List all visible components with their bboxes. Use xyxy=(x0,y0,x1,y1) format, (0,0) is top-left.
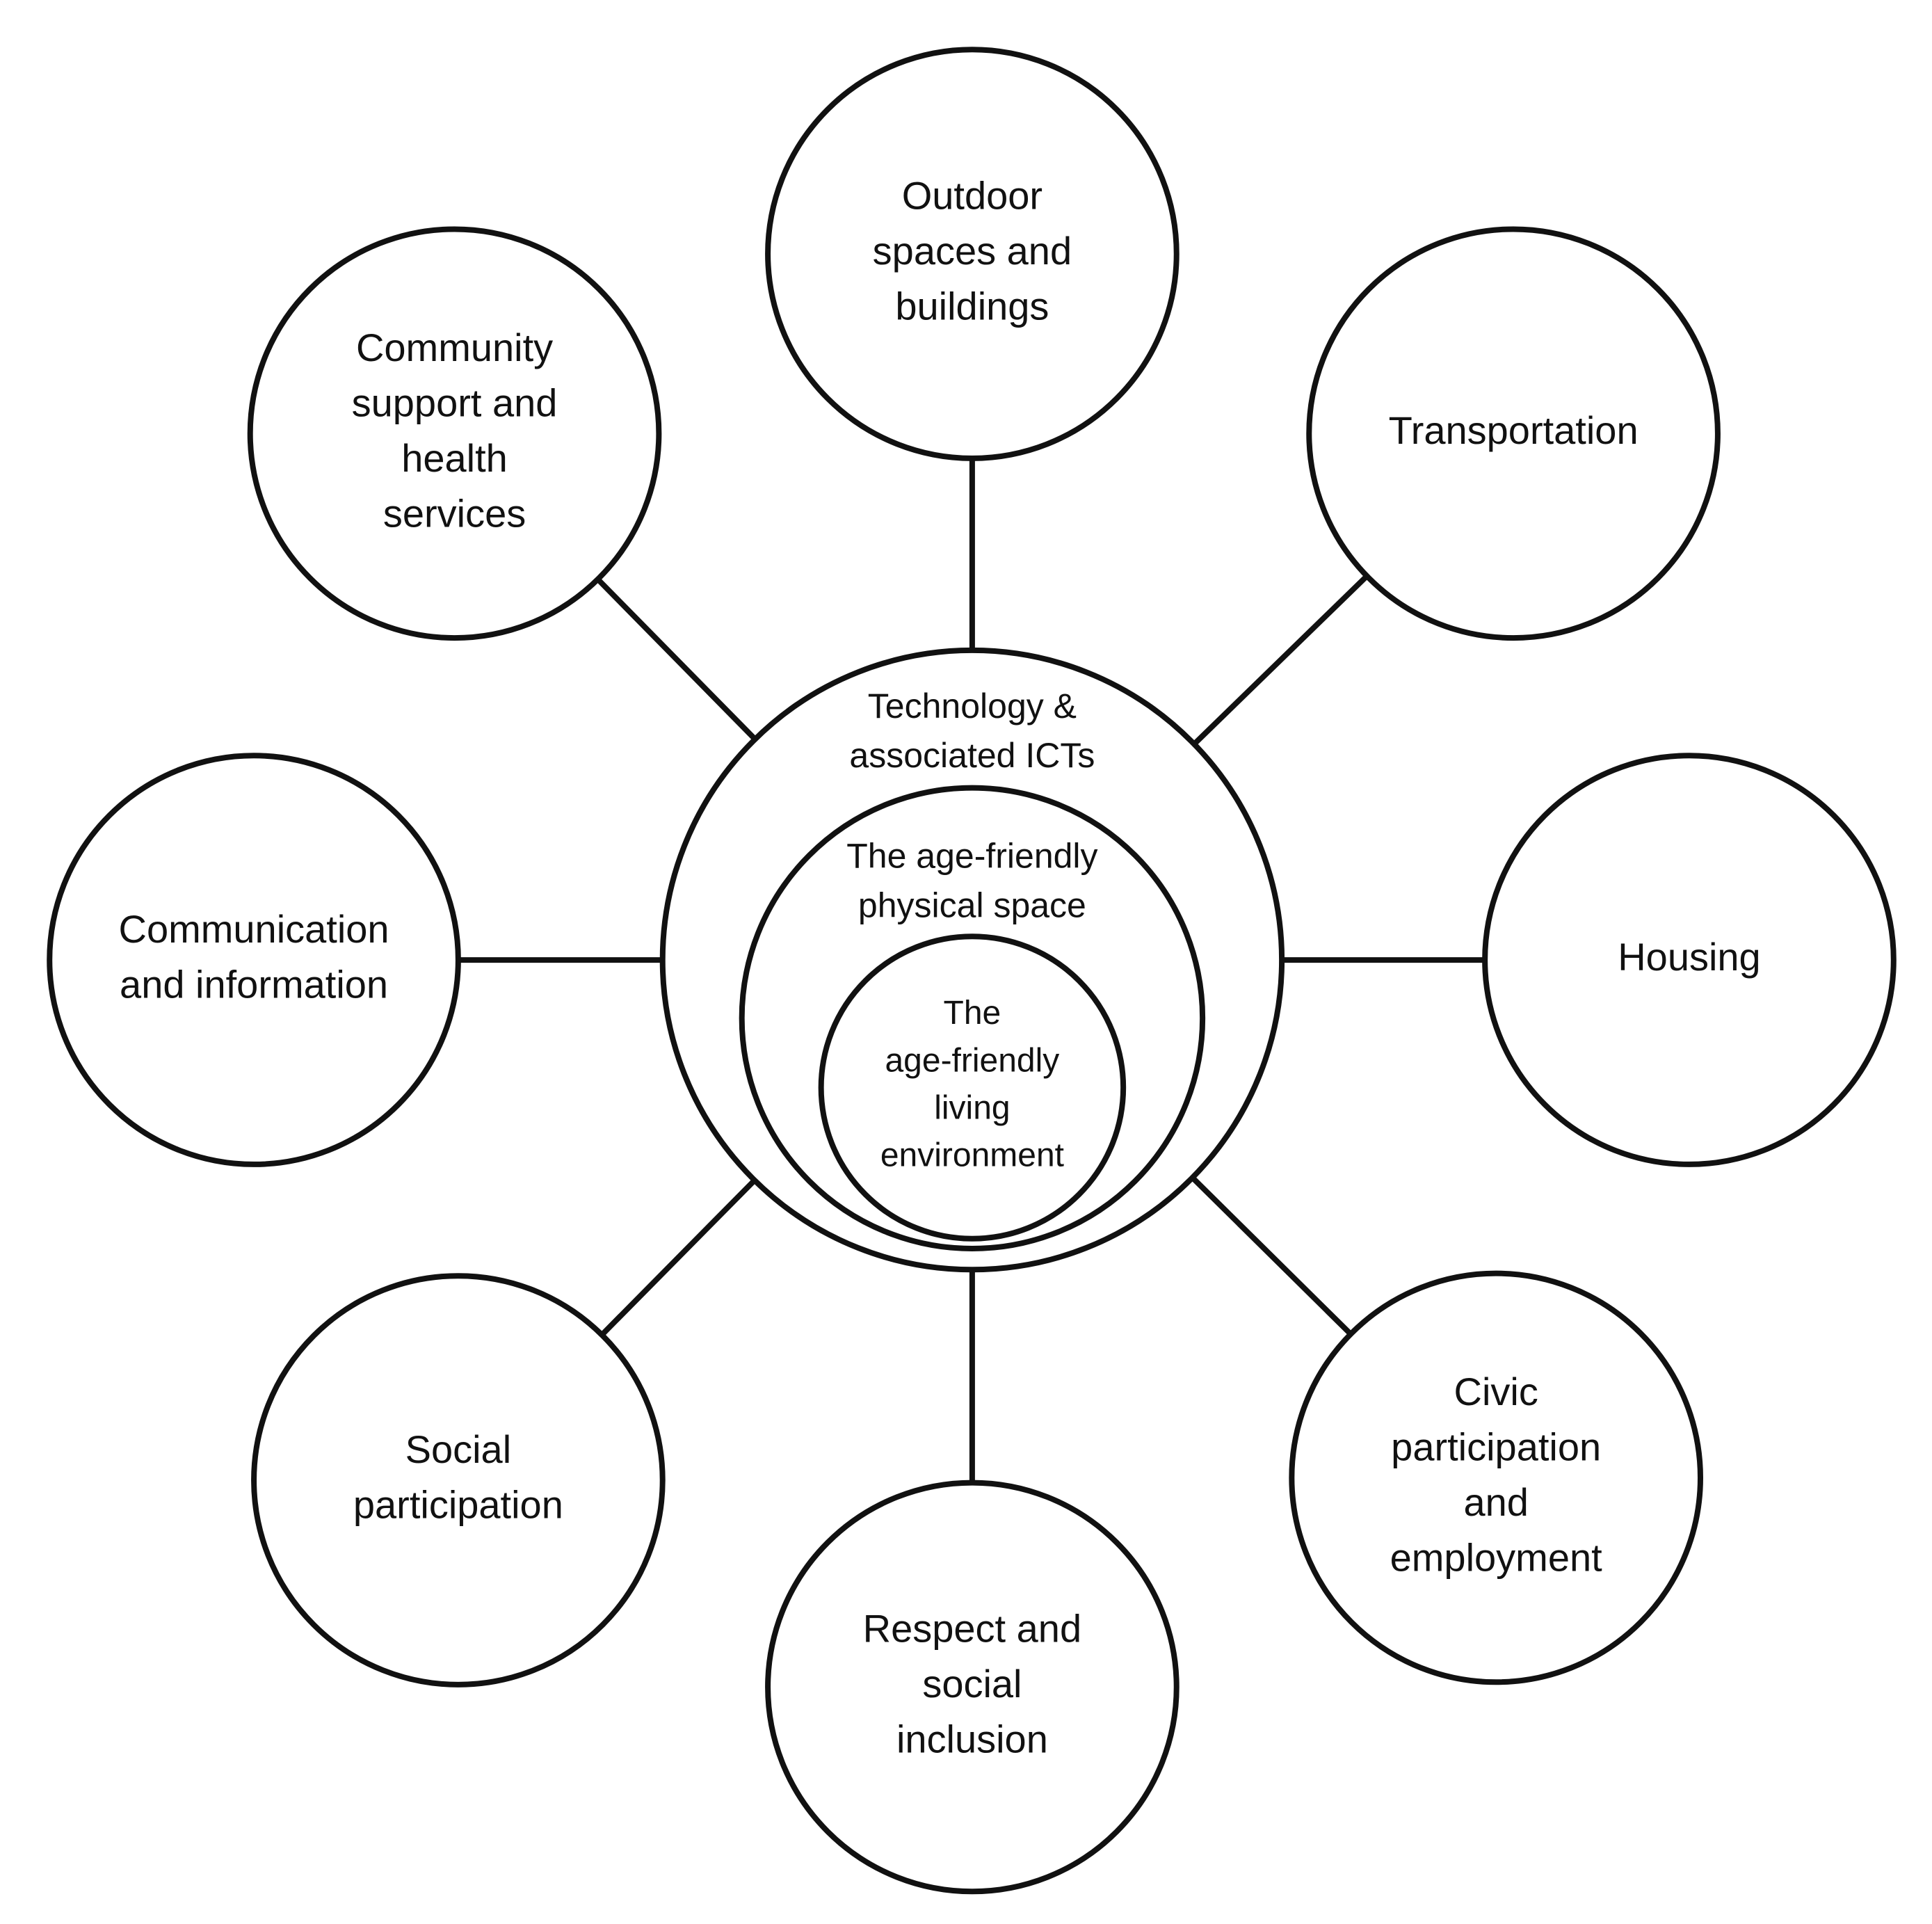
domain-communication: Communication and information xyxy=(47,753,461,1167)
domain-label-housing-line-1: Housing xyxy=(1618,935,1760,979)
center-living-environment-label-line-3: living xyxy=(934,1089,1010,1126)
domain-outdoor: Outdoor spaces and buildings xyxy=(765,47,1180,461)
connector-civic xyxy=(1190,1176,1353,1336)
outer-domain-circles: Outdoor spaces and buildingsTransportation… xyxy=(47,47,1897,1895)
connector-community xyxy=(595,577,757,741)
connector-transportation xyxy=(1192,574,1369,746)
domain-circle-community xyxy=(247,226,662,641)
domain-label-respect-line-2: social xyxy=(922,1662,1022,1706)
domain-housing: Housing xyxy=(1482,753,1897,1167)
domain-circle-outdoor xyxy=(765,47,1180,461)
domain-circle-housing xyxy=(1482,753,1897,1167)
domain-label-transportation-line-1: Transportation xyxy=(1389,408,1639,452)
domain-social: Social participation xyxy=(251,1273,666,1687)
domain-circle-social xyxy=(251,1273,666,1687)
domain-label-community-line-4: services xyxy=(383,491,526,535)
domain-circle-respect xyxy=(765,1480,1180,1895)
center-physical-space-label-line-1: The age-friendly xyxy=(846,836,1097,875)
center-technology-label-line-1: Technology & xyxy=(868,687,1077,725)
domain-label-civic-line-2: participation xyxy=(1391,1425,1601,1468)
center-physical-space-label-line-2: physical space xyxy=(858,885,1086,924)
domain-label-respect-line-3: inclusion xyxy=(896,1717,1048,1761)
connectors xyxy=(458,458,1486,1483)
domain-label-communication-line-2: and information xyxy=(120,963,388,1007)
connector-social xyxy=(599,1178,757,1337)
domain-transportation: Transportation xyxy=(1306,226,1721,641)
domain-label-outdoor-line-3: buildings xyxy=(895,284,1049,328)
domain-respect: Respect and social inclusion xyxy=(765,1480,1180,1895)
domain-label-social-line-2: participation xyxy=(353,1483,563,1527)
domain-circle-civic xyxy=(1289,1270,1703,1685)
center-living-environment-label-line-4: environment xyxy=(880,1137,1064,1174)
domain-label-outdoor-line-2: spaces and xyxy=(873,229,1072,273)
domain-label-civic-line-3: and xyxy=(1463,1480,1528,1524)
domain-label-outdoor-line-1: Outdoor xyxy=(902,173,1043,217)
domain-circle-transportation xyxy=(1306,226,1721,641)
domain-label-community-line-2: support and xyxy=(352,380,558,424)
center-living-environment-label-line-1: The xyxy=(944,995,1001,1032)
domain-label-respect-line-1: Respect and xyxy=(863,1607,1081,1651)
domain-civic: Civic participation and employment xyxy=(1289,1270,1703,1685)
domain-community: Community support and health services xyxy=(247,226,662,641)
domain-label-communication-line-1: Communication xyxy=(119,907,389,951)
domain-label-social-line-1: Social xyxy=(405,1427,512,1471)
domain-label-community-line-3: health xyxy=(401,436,508,480)
center-circle-living-environment xyxy=(818,933,1127,1242)
center-technology-label-line-2: associated ICTs xyxy=(849,736,1095,775)
domain-label-community-line-1: Community xyxy=(356,326,553,369)
center-living-environment-label-line-2: age-friendly xyxy=(885,1042,1059,1079)
domain-label-civic-line-4: employment xyxy=(1390,1536,1602,1580)
domain-circle-communication xyxy=(47,753,461,1167)
domain-label-civic-line-1: Civic xyxy=(1454,1370,1538,1413)
